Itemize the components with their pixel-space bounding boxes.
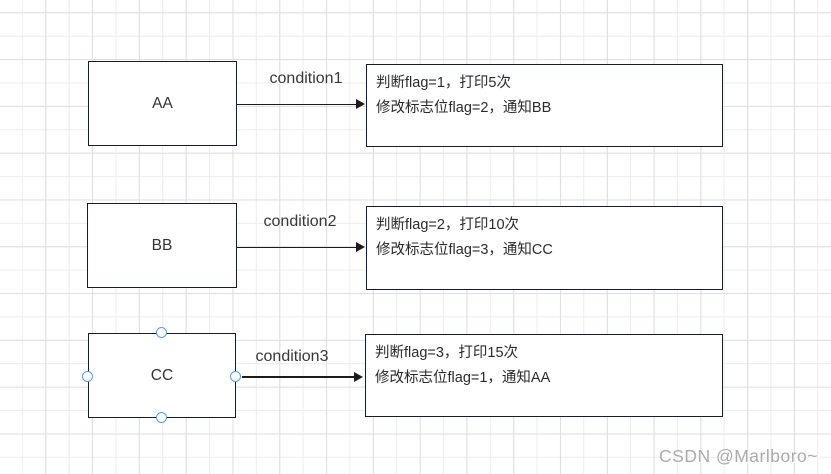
note-box-cc[interactable]: 判断flag=3，打印15次 修改标志位flag=1，通知AA	[365, 334, 723, 417]
connection-handle-right-icon[interactable]	[230, 370, 241, 382]
arrow-cc-to-note[interactable]	[242, 370, 363, 385]
node-label-aa: AA	[152, 94, 173, 112]
arrow-aa-to-note[interactable]	[237, 97, 365, 112]
node-label-cc: CC	[150, 366, 174, 384]
note-line: 修改标志位flag=3，通知CC	[376, 241, 553, 258]
arrow-bb-to-note[interactable]	[237, 240, 365, 255]
connection-handle-left-icon[interactable]	[81, 370, 93, 382]
note-line: 修改标志位flag=1，通知AA	[375, 369, 551, 386]
note-line: 修改标志位flag=2，通知BB	[376, 99, 552, 116]
csdn-watermark: CSDN @Marlboro~	[659, 446, 818, 466]
edge-label-condition1[interactable]: condition1	[269, 70, 343, 87]
connection-handle-top-icon[interactable]	[155, 326, 167, 338]
node-label-bb: BB	[151, 236, 173, 254]
edge-label-condition2[interactable]: condition2	[263, 213, 337, 230]
connection-handle-bottom-icon[interactable]	[155, 411, 167, 423]
note-line: 判断flag=3，打印15次	[375, 345, 519, 361]
node-box-aa[interactable]: AA	[88, 61, 237, 146]
edge-label-condition3[interactable]: condition3	[255, 348, 329, 365]
note-line: 判断flag=1，打印5次	[376, 75, 511, 91]
note-box-aa[interactable]: 判断flag=1，打印5次 修改标志位flag=2，通知BB	[366, 64, 723, 147]
node-box-cc[interactable]: CC	[88, 333, 236, 418]
note-box-bb[interactable]: 判断flag=2，打印10次 修改标志位flag=3，通知CC	[366, 206, 723, 290]
node-box-bb[interactable]: BB	[87, 203, 237, 288]
note-line: 判断flag=2，打印10次	[376, 217, 520, 233]
